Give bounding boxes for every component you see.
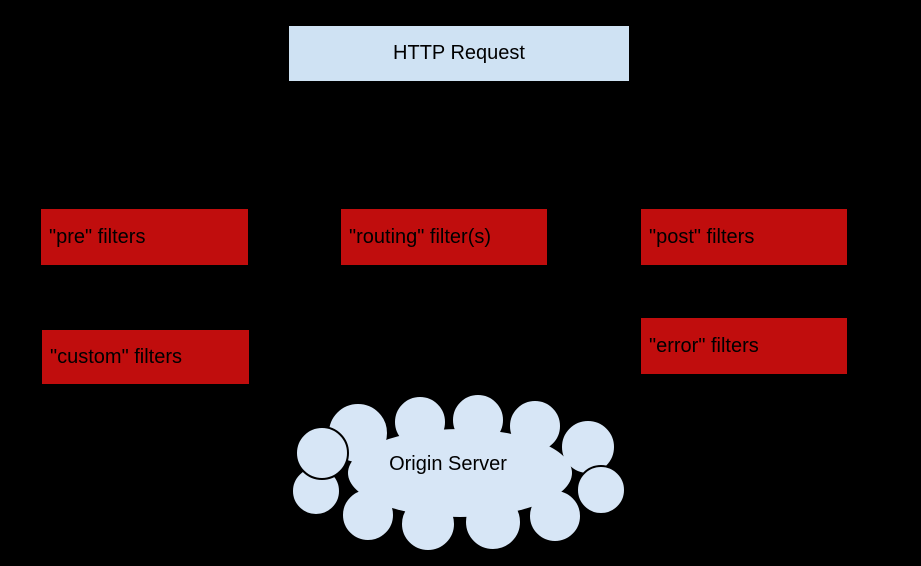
pre-filters-box: "pre" filters xyxy=(40,208,249,266)
error-filters-box: "error" filters xyxy=(640,317,848,375)
cloud-icon xyxy=(291,395,626,552)
routing-filters-box: "routing" filter(s) xyxy=(340,208,548,266)
http-request-box: HTTP Request xyxy=(288,25,630,82)
http-request-label: HTTP Request xyxy=(393,42,525,64)
origin-server-cloud: Origin Server xyxy=(288,395,630,555)
pre-filters-label: "pre" filters xyxy=(49,225,146,248)
error-filters-label: "error" filters xyxy=(649,334,759,357)
routing-filters-label: "routing" filter(s) xyxy=(349,225,492,248)
custom-filters-label: "custom" filters xyxy=(50,345,183,368)
origin-server-label: Origin Server xyxy=(389,453,507,475)
post-filters-box: "post" filters xyxy=(640,208,848,266)
custom-filters-box: "custom" filters xyxy=(41,329,250,385)
post-filters-label: "post" filters xyxy=(649,225,755,248)
